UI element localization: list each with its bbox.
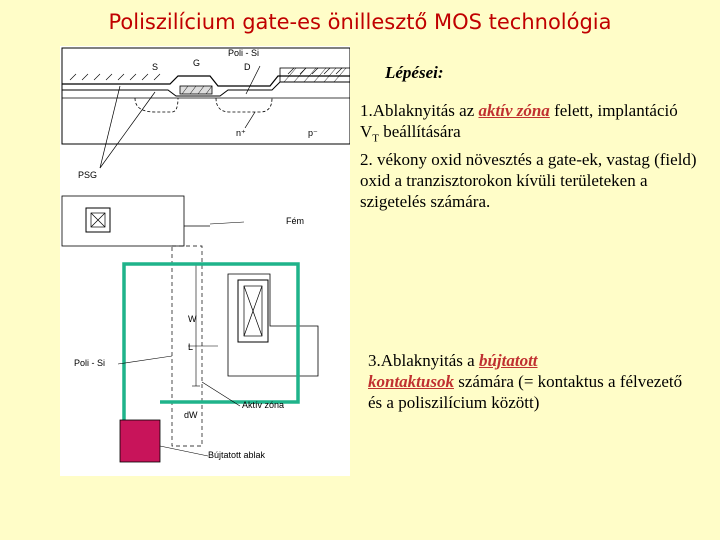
step1-prefix: 1.Ablaknyitás az bbox=[360, 101, 479, 120]
steps-block-1: 1.Ablaknyitás az aktív zóna felett, impl… bbox=[360, 100, 700, 212]
label-poli-si-top: Poli - Si bbox=[228, 48, 259, 58]
label-p-minus: p⁻ bbox=[308, 128, 318, 138]
step1-subscript: T bbox=[372, 132, 380, 145]
steps-heading: Lépései: bbox=[385, 63, 444, 82]
label-bujtatott-ablak: Bújtatott ablak bbox=[208, 450, 266, 460]
label-fem: Fém bbox=[286, 216, 304, 226]
step3-highlight-a: bújtatott bbox=[478, 351, 538, 370]
mos-layout-figure: Poli - Si S G D n⁺ p⁻ PSG bbox=[60, 46, 350, 476]
slide-title: Poliszilícium gate-es önillesztő MOS tec… bbox=[108, 10, 612, 34]
label-w: W bbox=[188, 314, 197, 324]
step1-suffix-b: beállítására bbox=[379, 122, 461, 141]
active-zone-outline bbox=[122, 262, 300, 422]
step1-suffix-a: felett, implantáció V bbox=[360, 101, 678, 141]
steps-block-2: 3.Ablaknyitás a bújtatott kontaktusok szá… bbox=[368, 350, 698, 413]
label-source: S bbox=[152, 62, 158, 72]
label-l: L bbox=[188, 342, 193, 352]
step1-highlight: aktív zóna bbox=[478, 101, 550, 120]
step2-text: 2. vékony oxid növesztés a gate-ek, vast… bbox=[360, 150, 697, 212]
cross-section: Poli - Si S G D n⁺ p⁻ PSG bbox=[61, 47, 350, 180]
step3-highlight-b: kontaktusok bbox=[368, 372, 454, 391]
step3-prefix: 3.Ablaknyitás a bbox=[368, 351, 479, 370]
label-dw: dW bbox=[184, 410, 198, 420]
label-gate: G bbox=[193, 58, 200, 68]
buried-window-square bbox=[119, 419, 161, 463]
label-n-plus: n⁺ bbox=[236, 128, 246, 138]
label-drain: D bbox=[244, 62, 251, 72]
step3-suffix: számára (= kontaktus a félvezető és a po… bbox=[368, 372, 683, 412]
label-psg: PSG bbox=[78, 170, 97, 180]
label-aktiv-zona: Aktív zóna bbox=[242, 400, 284, 410]
layout-view: Fém W L Poli - Si dW Aktív zóna Bújtatot… bbox=[61, 195, 319, 463]
label-poli-si-side: Poli - Si bbox=[74, 358, 105, 368]
